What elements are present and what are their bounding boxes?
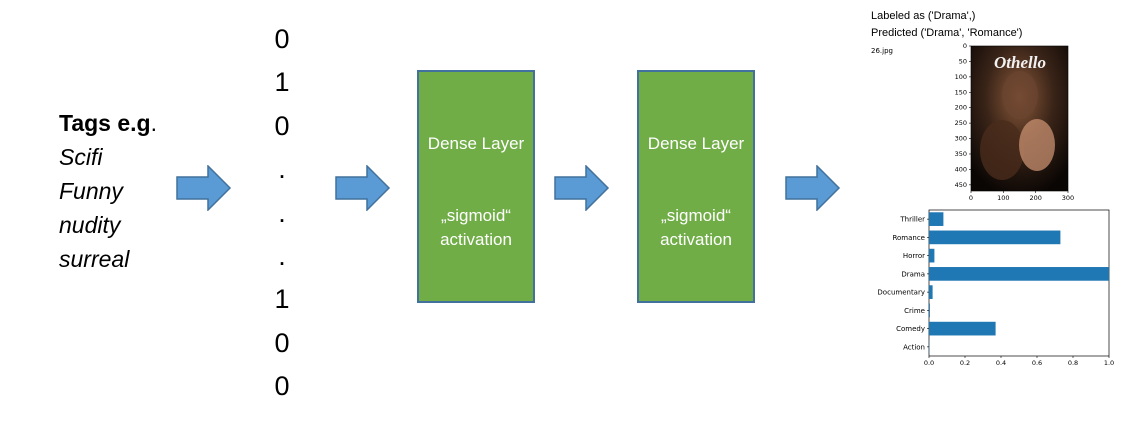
category-label: Action (903, 343, 925, 351)
image-y-tick-label: 250 (955, 119, 967, 127)
poster-image-plot: Othello 0 50 100 150 200 250 300 350 400 450 0 100… (955, 42, 1075, 202)
bar (929, 248, 935, 263)
image-y-tick-label: 0 (963, 42, 967, 50)
image-y-tick-label: 350 (955, 150, 967, 158)
dense-layer-activation: „sigmoid“ activation (660, 206, 732, 249)
vector-entry: 0 (274, 327, 290, 358)
chart-frame (928, 209, 1110, 357)
x-tick-label: 0.2 (960, 359, 970, 365)
image-y-tick-label: 100 (955, 73, 967, 81)
image-y-tick-label: 450 (955, 181, 967, 189)
vector-entry: 1 (274, 284, 290, 315)
image-y-tick-label: 300 (955, 135, 967, 143)
flow-arrow-3 (554, 165, 610, 211)
x-tick-label: 0.4 (996, 359, 1006, 365)
flow-arrow-4 (785, 165, 841, 211)
bar-group (929, 212, 1109, 354)
image-x-tick-label: 0 (969, 194, 973, 202)
vector-entry: 1 (274, 67, 290, 98)
tag-item: Scifi (59, 144, 103, 170)
vector-entry: . (278, 197, 286, 228)
bar (929, 267, 1109, 281)
labeled-as-text: Labeled as ('Drama',) (871, 10, 976, 22)
category-labels: Action Comedy Crime Documentary Drama Horror R… (877, 216, 929, 351)
genre-bar-chart: Action Comedy Crime Documentary Drama Horror R… (877, 209, 1114, 365)
image-y-tick-label: 50 (959, 57, 967, 65)
dense-layer-name: Dense Layer (647, 134, 745, 153)
image-y-tick-label: 400 (955, 165, 967, 173)
category-label: Documentary (877, 289, 925, 297)
image-x-tick-label: 200 (1029, 194, 1041, 202)
bar (929, 321, 996, 336)
poster-title: Othello (994, 53, 1046, 72)
binary-vector: 0 1 0 . . . 1 0 0 (262, 18, 302, 409)
image-y-axis: 0 50 100 150 200 250 300 350 400 450 (955, 42, 971, 189)
x-tick-label: 0.0 (924, 359, 934, 365)
x-tick-label: 0.8 (1068, 359, 1078, 365)
vector-entry: . (278, 240, 286, 271)
category-label: Thriller (899, 216, 925, 224)
image-x-tick-label: 100 (997, 194, 1009, 202)
category-label: Crime (904, 307, 925, 315)
dense-layer-activation: „sigmoid“ activation (440, 206, 512, 249)
vector-entry: . (278, 154, 286, 185)
flow-arrow-1 (176, 165, 232, 211)
x-tick-label: 0.6 (1032, 359, 1042, 365)
tag-item: nudity (59, 212, 121, 238)
predicted-text: Predicted ('Drama', 'Romance') (871, 27, 1023, 39)
poster-face-shape (1002, 71, 1038, 119)
poster-figure-shape (980, 120, 1024, 180)
bar (929, 285, 933, 299)
category-label: Horror (903, 252, 925, 260)
bar (929, 303, 930, 318)
flow-arrow-2 (335, 165, 391, 211)
category-label: Romance (892, 234, 925, 242)
x-tick-label: 1.0 (1104, 359, 1114, 365)
tag-item: surreal (59, 246, 130, 272)
poster-figure-shape (1019, 119, 1055, 171)
dense-layer-2: Dense Layer „sigmoid“ activation (637, 70, 755, 303)
category-label: Drama (901, 270, 925, 278)
bar (929, 212, 944, 226)
vector-entry: 0 (274, 24, 290, 54)
x-tick-labels: 0.0 0.2 0.4 0.6 0.8 1.0 (924, 356, 1114, 365)
input-tags: Tags e.g. Scifi Funny nudity surreal (59, 106, 157, 276)
image-x-tick-label: 300 (1062, 194, 1074, 202)
vector-entry: 0 (274, 371, 290, 402)
image-filename: 26.jpg (871, 47, 893, 55)
tag-item: Funny (59, 178, 123, 204)
image-y-tick-label: 200 (955, 104, 967, 112)
vector-entry: 0 (274, 110, 290, 141)
category-label: Comedy (896, 325, 925, 333)
dense-layer-name: Dense Layer (427, 134, 525, 153)
image-x-axis: 0 100 200 300 (969, 191, 1074, 202)
image-y-tick-label: 150 (955, 88, 967, 96)
bar (929, 230, 1061, 245)
dense-layer-1: Dense Layer „sigmoid“ activation (417, 70, 535, 303)
tags-title: Tags e.g. (59, 110, 157, 136)
